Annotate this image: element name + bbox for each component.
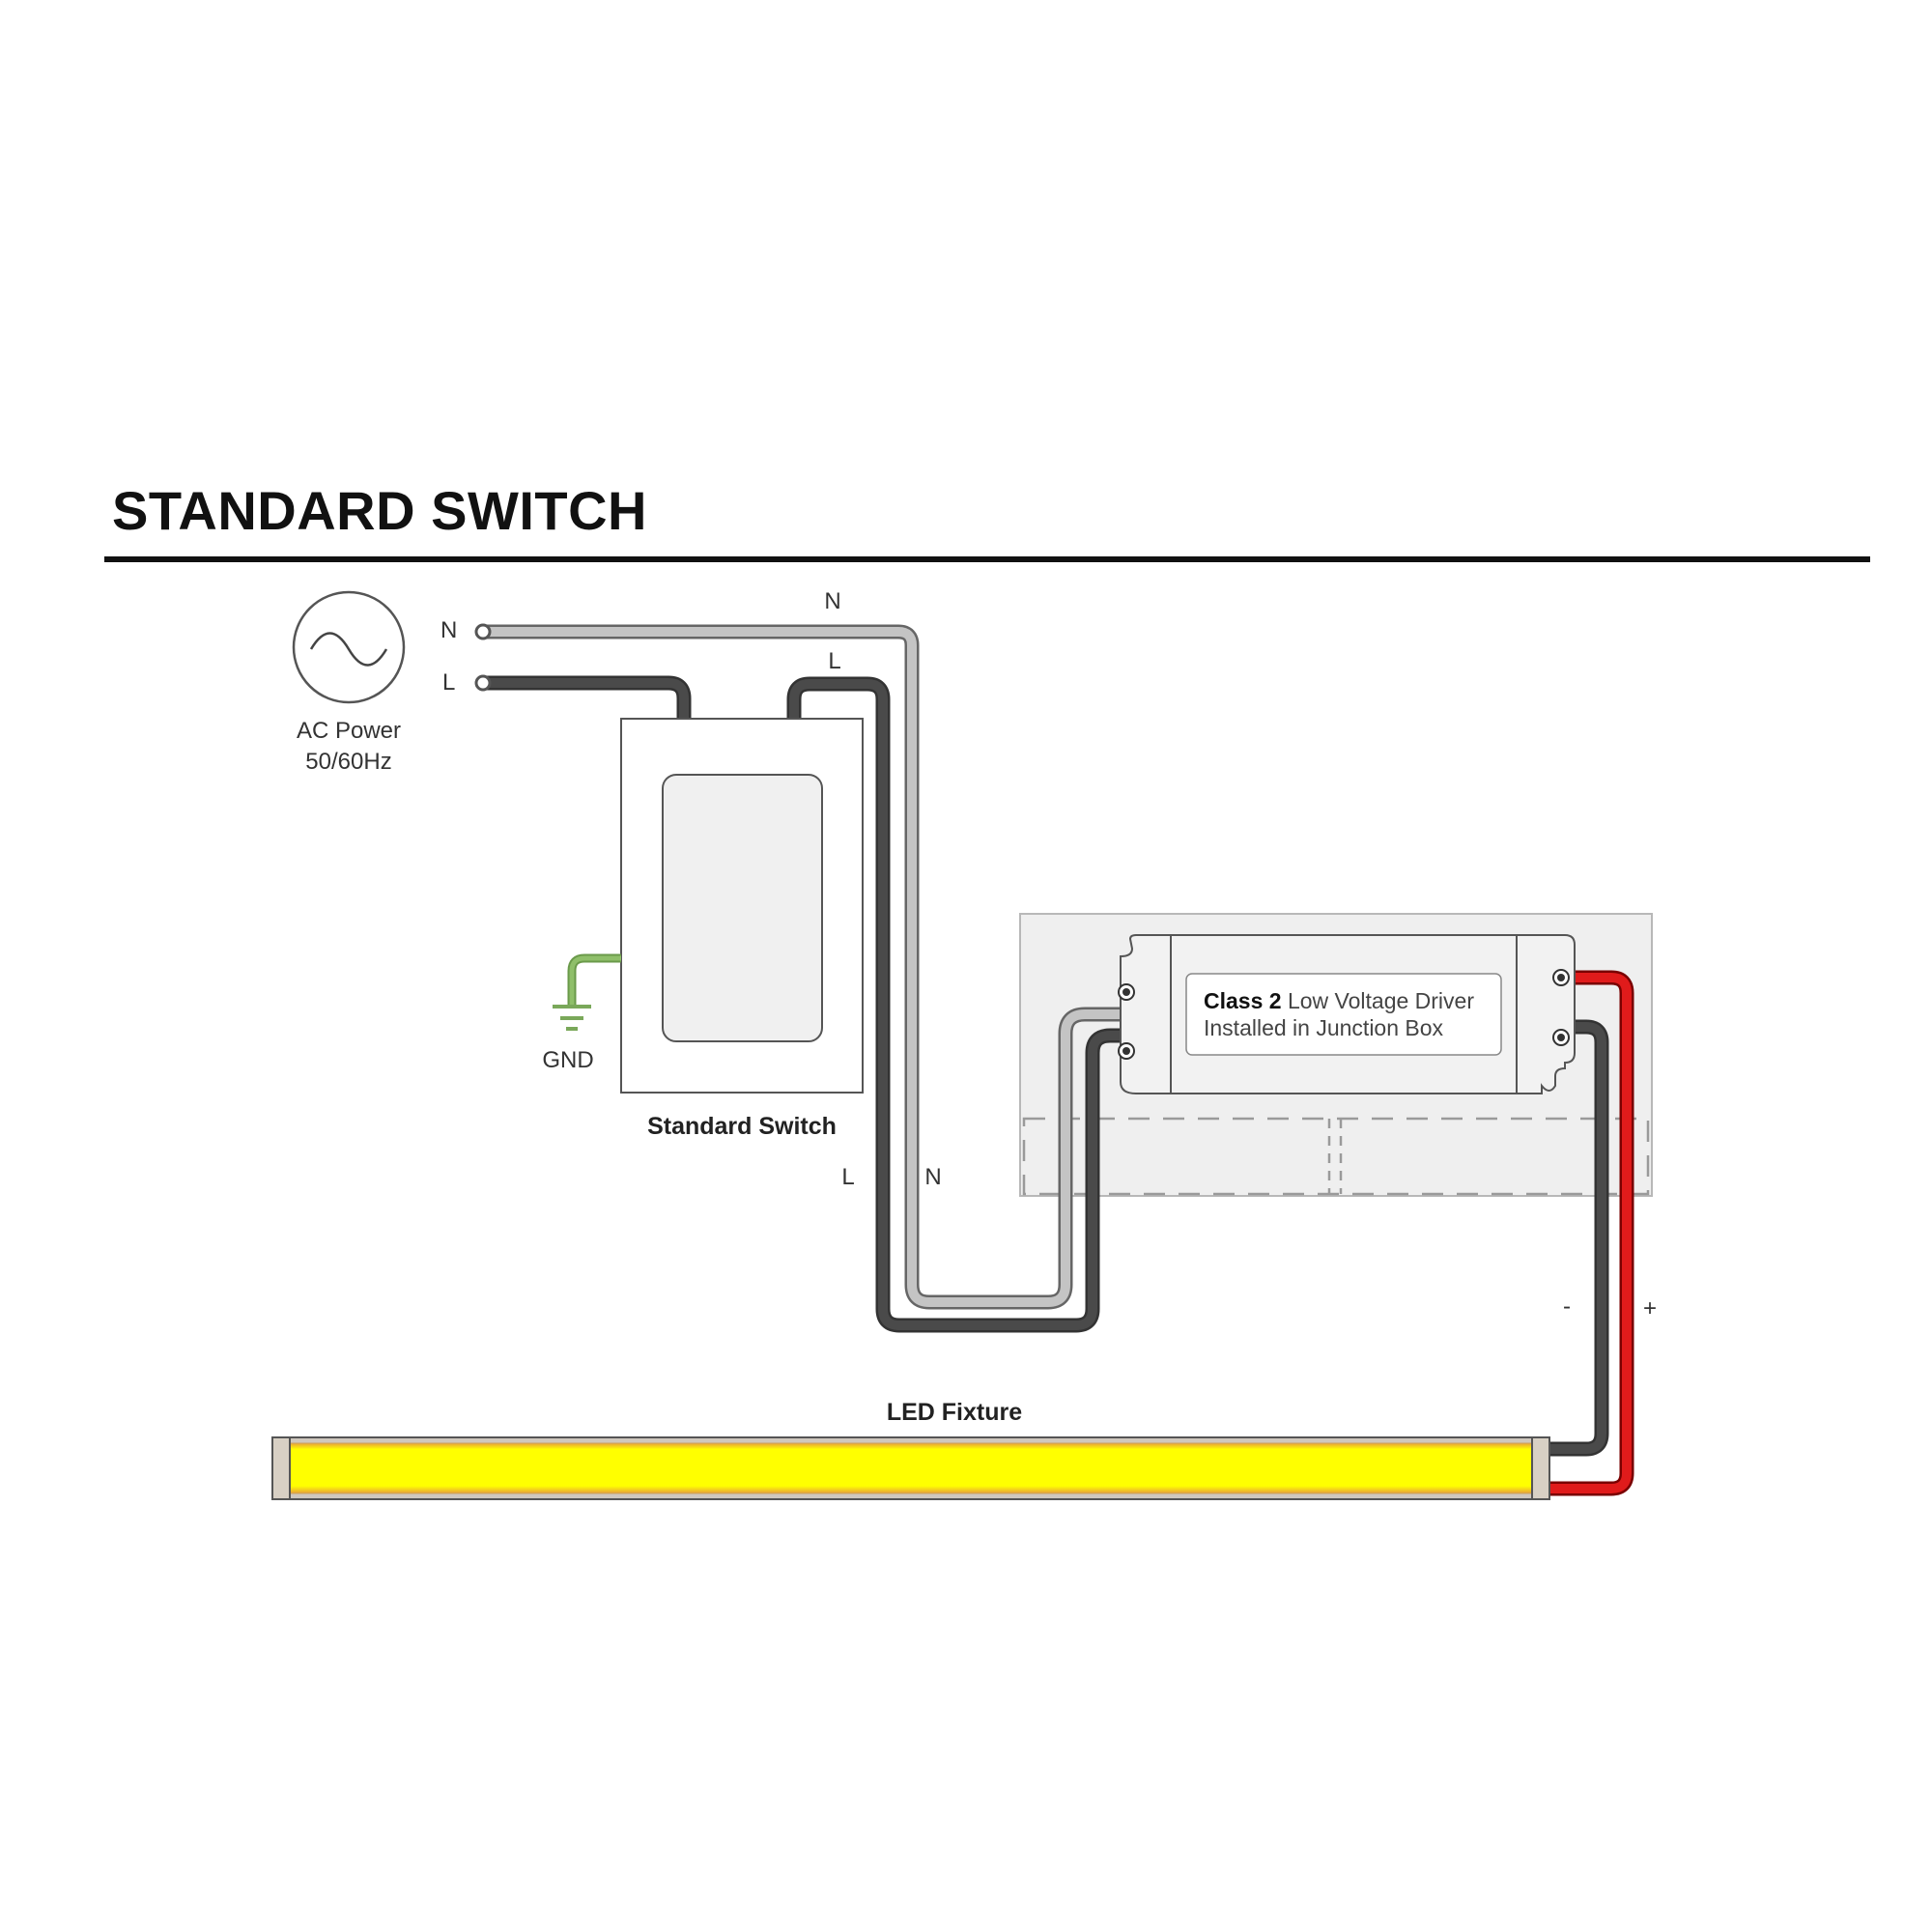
- wire-top-n-label: N: [824, 588, 840, 614]
- ground-connection: GND: [542, 953, 621, 1073]
- driver-type-label: Low Voltage Driver: [1282, 988, 1475, 1013]
- led-fixture: LED Fixture: [271, 1399, 1550, 1500]
- wire-bottom-n-label: N: [924, 1164, 941, 1190]
- sine-wave-icon: [309, 632, 388, 667]
- terminal-l-label: L: [442, 669, 455, 696]
- wire-top-l-label: L: [828, 648, 840, 674]
- led-fixture-label: LED Fixture: [887, 1399, 1022, 1426]
- ac-power-label: AC Power: [297, 718, 401, 744]
- minus-label: -: [1563, 1293, 1571, 1320]
- terminal-l-icon: [474, 674, 492, 692]
- plus-label: +: [1643, 1295, 1657, 1321]
- ac-frequency-label: 50/60Hz: [305, 749, 391, 775]
- positive-wire: [1546, 970, 1634, 1496]
- negative-wire: [1546, 1019, 1609, 1457]
- driver-label-line1: Class 2 Low Voltage Driver: [1204, 988, 1474, 1013]
- switched-line-wire: [786, 676, 1121, 1333]
- driver-class-label: Class 2: [1204, 988, 1282, 1013]
- line-wire-input: [483, 675, 692, 723]
- standard-switch-label: Standard Switch: [647, 1113, 837, 1140]
- gnd-label: GND: [542, 1047, 593, 1073]
- standard-switch: Standard Switch: [620, 718, 864, 1140]
- ground-symbol-icon: [553, 1005, 591, 1031]
- driver-label-line2: Installed in Junction Box: [1204, 1015, 1444, 1040]
- page-title: STANDARD SWITCH: [112, 480, 647, 541]
- ac-power-source: AC Power 50/60Hz: [292, 590, 406, 775]
- title-divider: [104, 556, 1870, 562]
- terminal-n-label: N: [440, 617, 457, 643]
- terminal-n-icon: [474, 623, 492, 640]
- wire-bottom-l-label: L: [841, 1164, 854, 1190]
- neutral-wire: [483, 624, 1121, 1310]
- led-driver: Class 2 Low Voltage Driver Installed in …: [1118, 934, 1576, 1094]
